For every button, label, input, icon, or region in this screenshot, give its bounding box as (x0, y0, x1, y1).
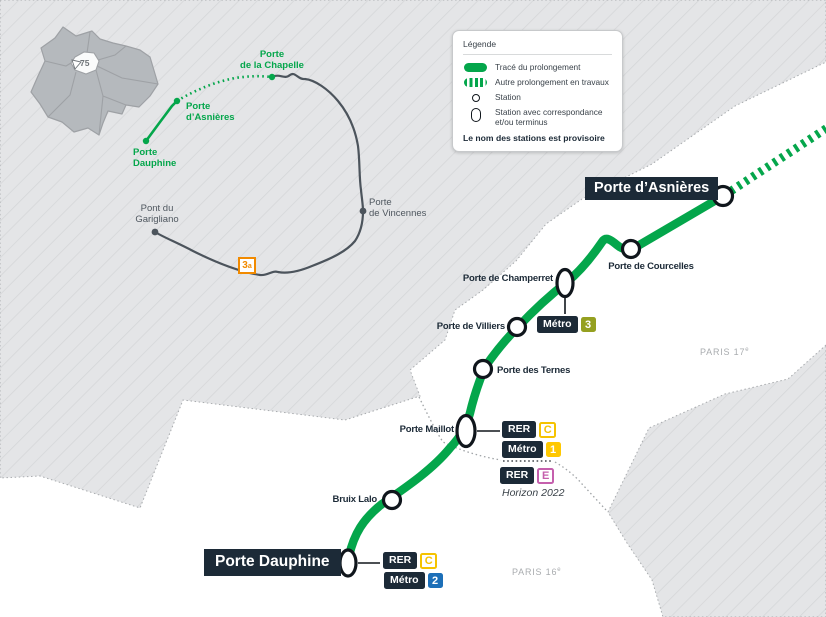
rer-line-c-badge: C (420, 552, 438, 569)
solid-line-icon (464, 63, 487, 72)
station-label-maillot: Porte Maillot (399, 424, 455, 435)
inset-label-asnieres: Porte d’Asnières (186, 101, 235, 123)
metro-line-1-badge: 1 (545, 442, 561, 457)
legend-item-label: Tracé du prolongement (495, 62, 581, 72)
rer-line-e-badge: E (537, 467, 555, 484)
legend-item-label: Autre prolongement en travaux (495, 77, 609, 88)
horizon-2022-label: Horizon 2022 (502, 487, 565, 499)
connection-dauphine-rer-c: RER C (383, 552, 438, 569)
inset-dot-asnieres (173, 97, 181, 105)
department-borders (44, 31, 159, 136)
rer-system-badge: RER (383, 552, 418, 569)
legend-panel: Légende Tracé du prolongement Autre prol… (452, 30, 623, 152)
inset-75-marker: 75 (80, 58, 90, 68)
connection-maillot-rer-c: RER C (502, 421, 557, 438)
rer-line-c-badge: C (539, 421, 557, 438)
station-label-bruix: Bruix Lalo (332, 494, 378, 505)
connection-maillot-metro-1: Métro 1 (502, 441, 561, 458)
station-marker-maillot (455, 413, 477, 449)
connection-maillot-rer-e: RER E (500, 467, 555, 484)
inset-dot-vincennes (359, 207, 367, 215)
legend-note: Le nom des stations est provisoire (463, 132, 605, 143)
inset-region-map (30, 26, 367, 277)
connection-champerret-metro-3: Métro 3 (537, 316, 596, 333)
station-icon (471, 94, 480, 103)
interchange-icon (470, 108, 481, 123)
metro-system-badge: Métro (502, 441, 543, 458)
inset-label-dauphine: Porte Dauphine (133, 147, 177, 169)
paris-75-pointer-icon (71, 59, 82, 70)
station-marker-champerret (555, 267, 575, 299)
station-marker-bruix (381, 489, 403, 511)
station-label-villiers: Porte de Villiers (436, 321, 505, 332)
legend-item-dashed: Autre prolongement en travaux (463, 77, 612, 88)
inset-dot-chapelle (268, 73, 276, 81)
station-marker-ternes (472, 358, 494, 380)
hatched-area-southeast (607, 344, 826, 617)
station-marker-dauphine (338, 548, 358, 578)
district-boundary-dotted (554, 461, 608, 512)
inset-dot-dauphine (142, 137, 150, 145)
rer-system-badge: RER (502, 421, 537, 438)
legend-item-interchange: Station avec correspondance et/ou termin… (463, 107, 612, 127)
inset-label-vincennes: Porte de Vincennes (369, 197, 427, 219)
other-extension-underway-line (728, 124, 826, 195)
terminus-badge-asnieres: Porte d’Asnières (585, 177, 719, 200)
paris-75-shape (70, 51, 100, 75)
inset-label-garigliano: Pont du Garigliano (135, 203, 179, 225)
station-label-courcelles: Porte de Courcelles (608, 261, 694, 272)
station-label-ternes: Porte des Ternes (497, 365, 571, 376)
station-label-champerret: Porte de Champerret (462, 273, 553, 284)
connection-dauphine-metro-2: Métro 2 (384, 572, 443, 589)
metro-system-badge: Métro (537, 316, 578, 333)
legend-item-station: Station (463, 93, 612, 103)
dashed-line-icon (464, 78, 487, 88)
legend-item-label: Station avec correspondance et/ou termin… (495, 107, 603, 127)
rer-system-badge: RER (500, 467, 535, 484)
inset-extension-solid (144, 99, 179, 143)
station-marker-villiers (506, 316, 528, 338)
metro-system-badge: Métro (384, 572, 425, 589)
metro-line-2-badge: 2 (427, 573, 443, 588)
inset-label-chapelle: Porte de la Chapelle (240, 49, 304, 71)
legend-separator (463, 54, 612, 55)
district-label-paris-16: PARIS 16e (512, 567, 562, 577)
inset-dot-garigliano (151, 228, 159, 236)
metro-line-3-badge: 3 (580, 317, 596, 332)
legend-item-label: Station (495, 92, 521, 103)
district-label-paris-17: PARIS 17e (700, 347, 750, 357)
station-marker-courcelles (620, 238, 642, 260)
legend-item-solid: Tracé du prolongement (463, 62, 612, 73)
ile-de-france-shape (30, 26, 159, 136)
legend-title: Légende (463, 39, 497, 49)
extension-line (344, 191, 728, 561)
tram-3a-badge: 3a (238, 257, 256, 274)
terminus-badge-dauphine: Porte Dauphine (204, 549, 341, 576)
